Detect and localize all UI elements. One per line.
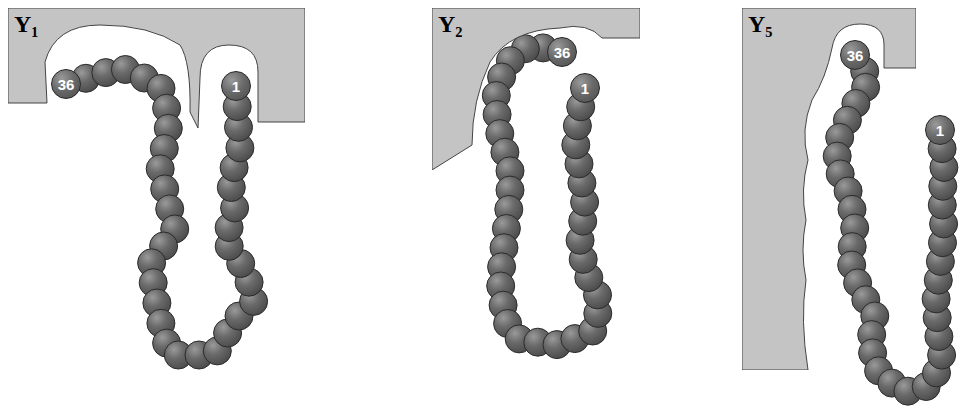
residue-number: 1 [232, 79, 240, 94]
residue-bead-numbered: 1 [925, 115, 955, 145]
receptor-outline [8, 8, 305, 132]
residue-bead [571, 74, 599, 102]
receptor-outline [742, 8, 916, 370]
residue-number: 36 [554, 45, 571, 60]
residue-number: 36 [58, 77, 75, 92]
receptor-block: Y₅ [742, 8, 916, 370]
receptor-block: Y₂ [432, 8, 640, 170]
receptor-shape [432, 8, 640, 170]
receptor-shape [742, 8, 916, 370]
residue-bead [52, 70, 80, 98]
residue-bead [926, 116, 954, 144]
receptor-shape [8, 8, 305, 128]
residue-bead-numbered: 36 [840, 40, 870, 70]
receptor-label: Y₅ [748, 11, 773, 37]
residue-number: 36 [847, 48, 864, 63]
residue-bead-numbered: 1 [221, 71, 251, 101]
residue-bead [548, 38, 576, 66]
residue-bead-numbered: 36 [51, 69, 81, 99]
residue-number: 1 [581, 81, 589, 96]
residue-number: 1 [936, 123, 944, 138]
residue-bead-numbered: 1 [570, 73, 600, 103]
receptor-outline [432, 8, 640, 170]
receptor-label: Y₂ [438, 11, 463, 37]
residue-bead [222, 72, 250, 100]
residue-bead-numbered: 36 [547, 37, 577, 67]
residue-bead [841, 41, 869, 69]
receptor-label: Y₁ [14, 11, 39, 37]
receptor-block: Y₁ [8, 8, 305, 132]
